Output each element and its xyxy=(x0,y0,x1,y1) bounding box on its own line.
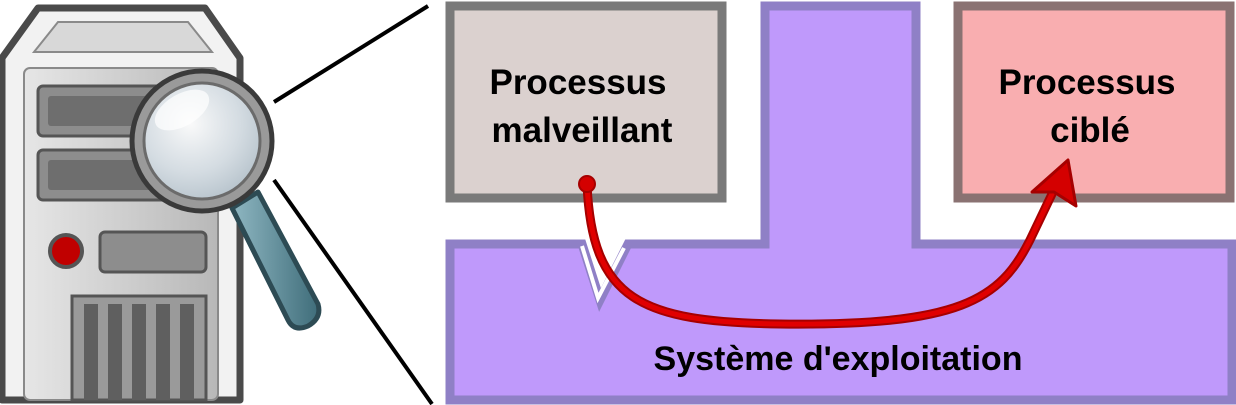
zoom-line-bottom xyxy=(272,178,434,405)
malicious-process-box: Processus malveillant xyxy=(445,1,727,203)
target-process-label-line1: Processus xyxy=(998,63,1175,102)
power-led-icon xyxy=(48,233,84,269)
target-process-box: Processus ciblé xyxy=(953,1,1235,203)
os-vulnerability-notch xyxy=(580,245,626,304)
attack-arrow-icon xyxy=(578,158,1078,329)
magnifying-glass-icon xyxy=(129,68,322,331)
operating-system-label: Système d'exploitation xyxy=(654,340,1023,378)
malicious-process-label-line1: Processus xyxy=(489,63,666,102)
target-process-label-line2: ciblé xyxy=(1050,111,1130,150)
malicious-process-label-line2: malveillant xyxy=(492,111,673,150)
zoom-line-top xyxy=(272,4,430,104)
